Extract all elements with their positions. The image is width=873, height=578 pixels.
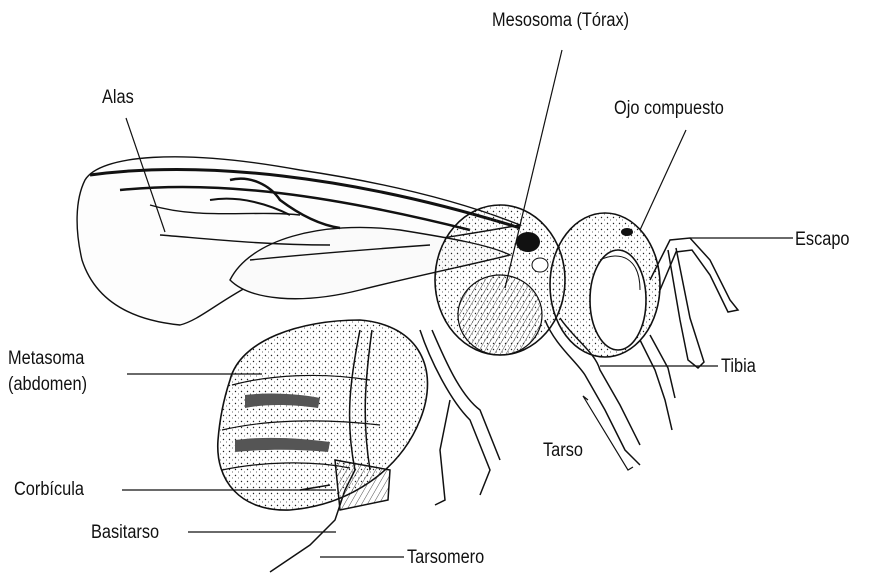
- label-corbicula: Corbícula: [14, 479, 84, 501]
- label-mesosoma: Mesosoma (Tórax): [492, 10, 629, 32]
- leader-ojo: [640, 130, 686, 230]
- tarso-bracket: [583, 396, 633, 470]
- label-metasoma: Metasoma: [8, 348, 84, 370]
- label-tibia: Tibia: [721, 356, 756, 378]
- label-alas: Alas: [102, 87, 134, 109]
- label-ojo-compuesto: Ojo compuesto: [614, 98, 724, 120]
- label-tarsomero: Tarsomero: [407, 547, 484, 569]
- label-tarso: Tarso: [543, 440, 583, 462]
- label-escapo: Escapo: [795, 229, 850, 251]
- label-basitarso: Basitarso: [91, 522, 159, 544]
- label-abdomen: (abdomen): [8, 374, 87, 396]
- leader-alas: [126, 118, 165, 232]
- leader-mesosoma: [505, 50, 562, 288]
